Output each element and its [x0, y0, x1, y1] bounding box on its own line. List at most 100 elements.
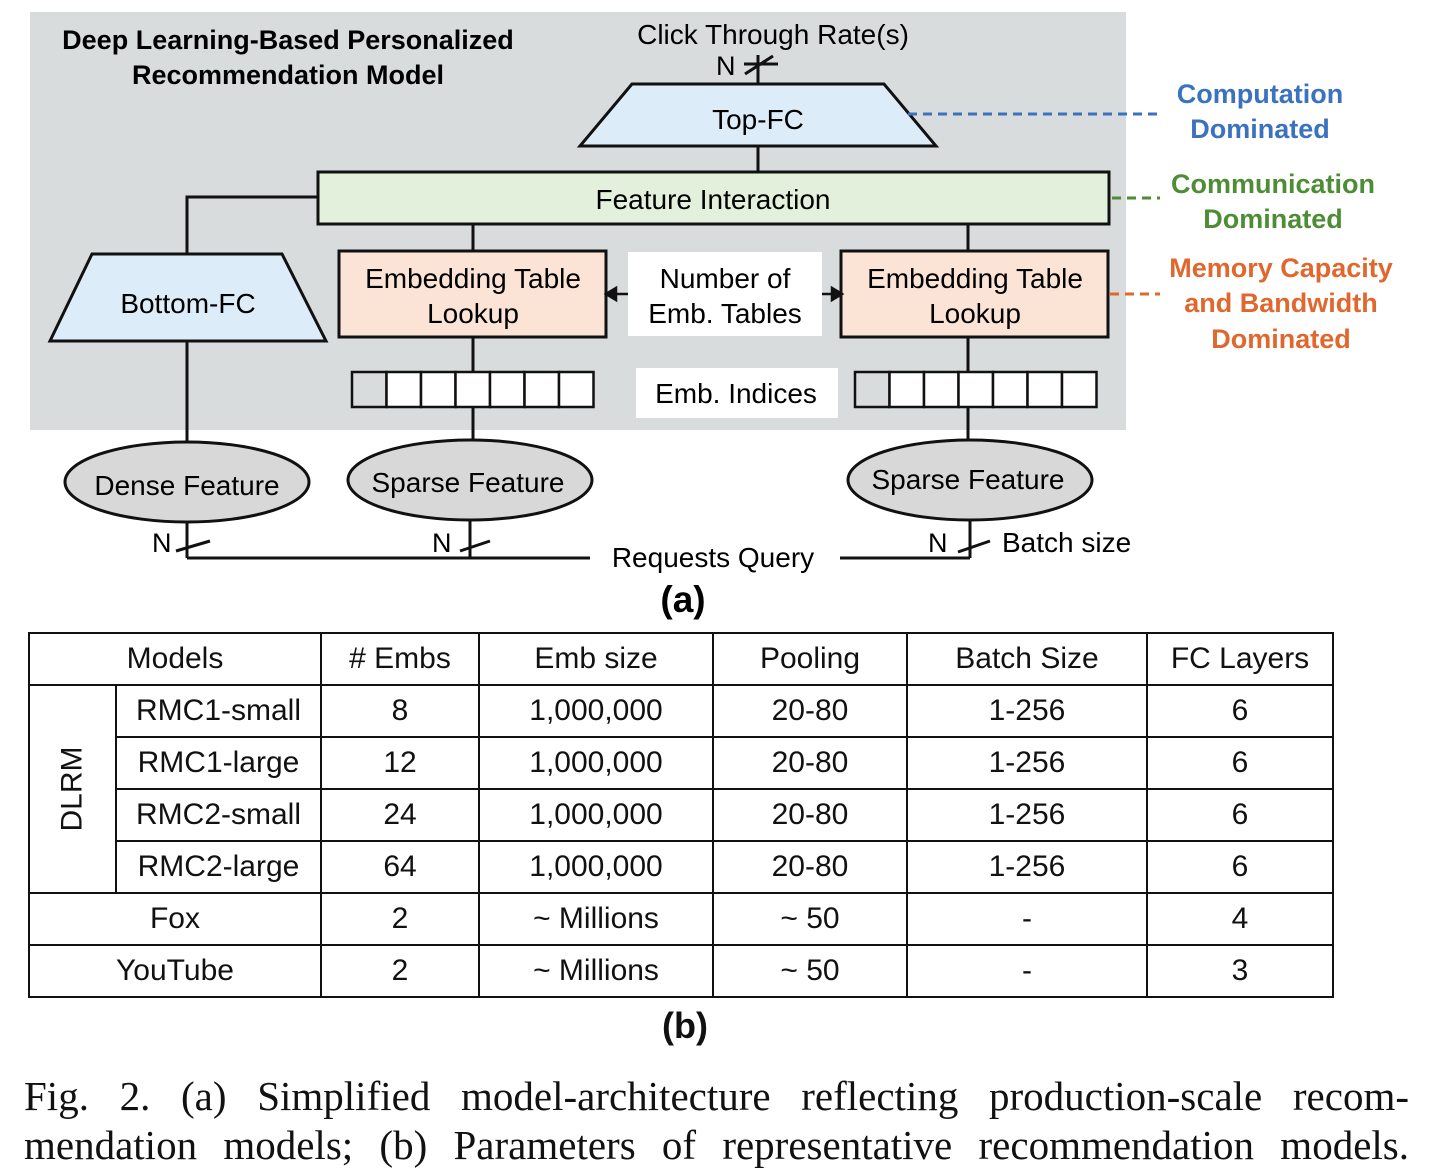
- dlrm-group-label: DLRM: [55, 746, 89, 832]
- table-cell: 4: [1146, 892, 1334, 946]
- table-cell: 6: [1146, 840, 1334, 894]
- table-cell: -: [906, 892, 1148, 946]
- emb-index-cell: [385, 370, 423, 409]
- table-cell: 1-256: [906, 684, 1148, 738]
- feature-interaction-block: [316, 170, 1111, 226]
- table-cell: RMC2-large: [115, 840, 322, 894]
- table-cell: ~ Millions: [478, 944, 714, 998]
- embedding-lookup-right: [839, 249, 1110, 339]
- emb-indices-label: Emb. Indices: [655, 378, 817, 409]
- top-fc-label: Top-FC: [712, 104, 804, 135]
- memory-annotation-line2: and Bandwidth: [1184, 288, 1377, 318]
- embedding-lookup-right-line1: Embedding Table: [867, 263, 1083, 294]
- n-label-dense: N: [152, 528, 172, 558]
- header-emb-size: Emb size: [478, 632, 714, 686]
- dense-feature-label: Dense Feature: [94, 470, 279, 501]
- header-fc-layers: FC Layers: [1146, 632, 1334, 686]
- caption-line1: Fig. 2. (a) Simplified model-architectur…: [24, 1073, 1409, 1119]
- table-cell: ~ 50: [712, 892, 908, 946]
- batch-size-label: Batch size: [1002, 527, 1131, 558]
- table-cell: 1,000,000: [478, 684, 714, 738]
- dense-feature-node: [63, 440, 311, 524]
- sparse-feature-label-left: Sparse Feature: [372, 467, 565, 498]
- n-label-sparse-right: N: [928, 528, 948, 558]
- table-cell: 2: [320, 892, 480, 946]
- bottom-fc-label: Bottom-FC: [120, 288, 255, 319]
- emb-index-cell: [454, 370, 492, 409]
- sparse-feature-node-left: [346, 438, 594, 522]
- bottom-fc-block: [47, 252, 329, 343]
- caption-line2: mendation models; (b) Parameters of repr…: [24, 1122, 1409, 1168]
- model-parameters-table: Models # Embs Emb size Pooling Batch Siz…: [27, 632, 1334, 998]
- table-cell: ~ Millions: [478, 892, 714, 946]
- memory-annotation-line3: Dominated: [1211, 324, 1351, 354]
- table-cell: YouTube: [28, 944, 322, 998]
- table-cell: RMC1-small: [115, 684, 322, 738]
- emb-indices-strip-right: [853, 370, 1098, 409]
- memory-annotation-line1: Memory Capacity: [1169, 253, 1393, 283]
- top-fc-block: [576, 82, 940, 148]
- table-cell: 6: [1146, 788, 1334, 842]
- subcaption-a: (a): [660, 579, 705, 620]
- emb-index-cell: [523, 370, 561, 409]
- header-pooling: Pooling: [712, 632, 908, 686]
- table-cell: 20-80: [712, 684, 908, 738]
- emb-index-cell: [888, 370, 926, 409]
- num-tables-line2: Emb. Tables: [648, 298, 802, 329]
- feature-interaction-label: Feature Interaction: [595, 184, 830, 215]
- emb-index-cell: [1026, 370, 1064, 409]
- table-cell: 24: [320, 788, 480, 842]
- table-cell: 20-80: [712, 788, 908, 842]
- table-row: RMC2-large 64 1,000,000 20-80 1-256 6: [29, 840, 1334, 894]
- table-cell: 64: [320, 840, 480, 894]
- emb-index-cell: [853, 370, 891, 409]
- emb-indices-box: [636, 368, 838, 418]
- emb-index-cell: [557, 370, 595, 409]
- subcaption-b: (b): [662, 1005, 708, 1046]
- panel-title-line1: Deep Learning-Based Personalized: [62, 25, 514, 55]
- architecture-diagram: Deep Learning-Based Personalized Recomme…: [30, 12, 1393, 620]
- emb-index-cell: [922, 370, 960, 409]
- table-cell: 8: [320, 684, 480, 738]
- table-cell: RMC2-small: [115, 788, 322, 842]
- table-row: DLRM RMC1-small 8 1,000,000 20-80 1-256 …: [27, 684, 1334, 894]
- embedding-lookup-left-line1: Embedding Table: [365, 263, 581, 294]
- header-models: Models: [28, 632, 322, 686]
- table-cell: 1,000,000: [478, 736, 714, 790]
- table-cell: 2: [320, 944, 480, 998]
- embedding-lookup-right-line2: Lookup: [929, 298, 1021, 329]
- embedding-lookup-left-line2: Lookup: [427, 298, 519, 329]
- table-cell: 1-256: [906, 736, 1148, 790]
- table-header-row: Models # Embs Emb size Pooling Batch Siz…: [28, 632, 1334, 686]
- table-row: Fox 2 ~ Millions ~ 50 - 4: [28, 892, 1334, 946]
- emb-indices-strip-left: [350, 370, 595, 409]
- num-tables-box: [628, 252, 822, 336]
- table-cell: 3: [1146, 944, 1334, 998]
- table-cell: 1,000,000: [478, 788, 714, 842]
- output-label: Click Through Rate(s): [637, 19, 909, 50]
- table-cell: -: [906, 944, 1148, 998]
- connector-lines: [185, 55, 972, 560]
- emb-index-cell: [957, 370, 995, 409]
- table-cell: 20-80: [712, 840, 908, 894]
- table-cell: 1-256: [906, 840, 1148, 894]
- communication-annotation-line1: Communication: [1171, 169, 1375, 199]
- num-tables-line1: Number of: [660, 263, 791, 294]
- table-cell: RMC1-large: [115, 736, 322, 790]
- num-tables-arrows: [603, 285, 845, 303]
- dlrm-group-cell: DLRM: [27, 684, 118, 894]
- computation-annotation-line1: Computation: [1177, 79, 1343, 109]
- emb-index-cell: [991, 370, 1029, 409]
- table-row: RMC1-large 12 1,000,000 20-80 1-256 6: [29, 736, 1334, 790]
- communication-annotation-line2: Dominated: [1203, 204, 1343, 234]
- header-embs: # Embs: [320, 632, 480, 686]
- n-label-sparse-left: N: [432, 528, 452, 558]
- figure-caption: Fig. 2. (a) Simplified model-architectur…: [24, 1072, 1409, 1170]
- emb-index-cell: [1060, 370, 1098, 409]
- table-cell: ~ 50: [712, 944, 908, 998]
- table-cell: 20-80: [712, 736, 908, 790]
- n-label-top: N: [716, 51, 736, 81]
- table-row: YouTube 2 ~ Millions ~ 50 - 3: [28, 944, 1334, 998]
- header-batch-size: Batch Size: [906, 632, 1148, 686]
- emb-index-cell: [488, 370, 526, 409]
